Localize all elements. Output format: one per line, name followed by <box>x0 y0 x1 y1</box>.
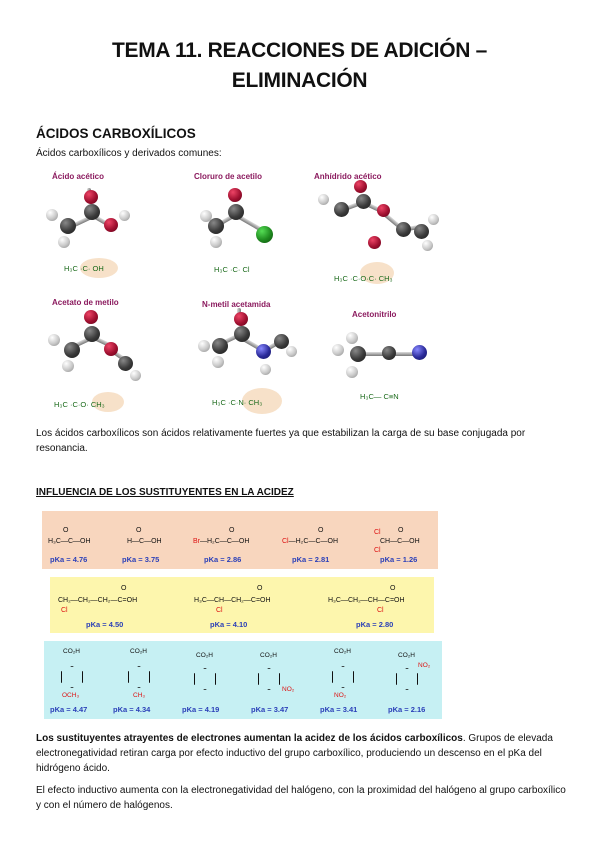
hydrogen-atom <box>260 364 271 375</box>
carbon-atom <box>60 218 76 234</box>
molecule-name: Cloruro de acetilo <box>194 172 263 181</box>
carbon-atom <box>208 218 224 234</box>
molecule-formula: H₃C ·C· Cl <box>214 265 250 274</box>
molecule-name: Acetonitrilo <box>352 310 397 319</box>
oxygen-atom <box>104 218 118 232</box>
hydrogen-atom <box>286 346 297 357</box>
carbon-atom <box>234 326 250 342</box>
carbon-atom <box>84 326 100 342</box>
chloro-butanoic-panel <box>50 577 434 633</box>
hydrogen-atom <box>346 332 358 344</box>
molecule-formula: H₃C ·C·O· CH₃ <box>54 400 105 409</box>
hydrogen-atom <box>428 214 439 225</box>
molecule-formula: H₃C ·C·N· CH₃ <box>212 398 263 407</box>
carbon-atom <box>228 204 244 220</box>
benzene-ring <box>128 666 150 688</box>
page-title: TEMA 11. REACCIONES DE ADICIÓN – ELIMINA… <box>0 36 599 96</box>
benzene-ring <box>258 668 280 690</box>
carbon-atom <box>118 356 133 371</box>
nitrogen-atom <box>412 345 427 360</box>
hydrogen-atom <box>48 334 60 346</box>
intro-text: Ácidos carboxílicos y derivados comunes: <box>36 148 222 159</box>
hydrogen-atom <box>212 356 224 368</box>
benzene-ring <box>61 666 83 688</box>
hydrogen-atom <box>210 236 222 248</box>
carbon-atom <box>396 222 411 237</box>
carbon-atom <box>64 342 80 358</box>
oxygen-atom <box>368 236 381 249</box>
title-line-1: TEMA 11. REACCIONES DE ADICIÓN – <box>111 39 488 62</box>
carbon-atom <box>382 346 396 360</box>
paragraph-resonance: Los ácidos carboxílicos son ácidos relat… <box>36 428 526 454</box>
carbon-atom <box>356 194 371 209</box>
oxygen-atom <box>84 310 98 324</box>
title-line-2: ELIMINACIÓN <box>231 69 368 92</box>
molecule-name: Ácido acético <box>52 172 105 181</box>
hydrogen-atom <box>130 370 141 381</box>
chlorine-atom <box>256 226 273 243</box>
carbon-atom <box>350 346 366 362</box>
molecule-name: N-metil acetamida <box>202 300 271 309</box>
benzoic-acids-panel <box>44 641 442 719</box>
oxygen-atom <box>104 342 118 356</box>
oxygen-atom <box>354 180 367 193</box>
paragraph-inductive-effect: El efecto inductivo aumenta con la elect… <box>36 785 566 811</box>
hydrogen-atom <box>62 360 74 372</box>
oxygen-atom <box>377 204 390 217</box>
hydrogen-atom <box>332 344 344 356</box>
hydrogen-atom <box>46 209 58 221</box>
hydrogen-atom <box>200 210 212 222</box>
hydrogen-atom <box>422 240 433 251</box>
carbon-atom <box>84 204 100 220</box>
paragraph-substituents: Los sustituyentes atrayentes de electron… <box>36 733 553 774</box>
benzene-ring <box>332 666 354 688</box>
hydrogen-atom <box>198 340 210 352</box>
carbon-atom <box>212 338 228 354</box>
molecule-name: Anhídrido acético <box>314 172 382 181</box>
molecule-formula: H₃C ·C·O·C· CH₃ <box>334 274 393 283</box>
nitrogen-atom <box>256 344 271 359</box>
hydrogen-atom <box>318 194 329 205</box>
hydrogen-atom <box>119 210 130 221</box>
molecule-formula: H₃C— C≡N <box>360 392 399 401</box>
carbon-atom <box>274 334 289 349</box>
subsection-title: INFLUENCIA DE LOS SUSTITUYENTES EN LA AC… <box>36 487 294 498</box>
oxygen-atom <box>228 188 242 202</box>
hydrogen-atom <box>58 236 70 248</box>
oxygen-atom <box>234 312 248 326</box>
halogen-acids-panel <box>42 511 438 569</box>
benzene-ring <box>396 668 418 690</box>
carbon-atom <box>334 202 349 217</box>
section-title: ÁCIDOS CARBOXÍLICOS <box>36 126 196 141</box>
molecule-formula: H₃C ·C· OH <box>64 264 104 273</box>
hydrogen-atom <box>346 366 358 378</box>
oxygen-atom <box>84 190 98 204</box>
benzene-ring <box>194 668 216 690</box>
molecule-name: Acetato de metilo <box>52 298 119 307</box>
carbon-atom <box>414 224 429 239</box>
